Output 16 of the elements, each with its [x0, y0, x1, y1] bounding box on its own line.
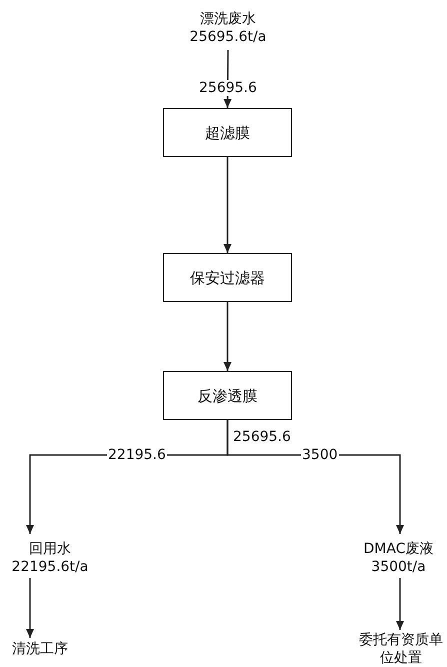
source-label: 漂洗废水	[200, 10, 256, 28]
arrow	[224, 157, 232, 253]
arrow	[224, 302, 232, 371]
destination-label: 委托有资质单位处置	[358, 630, 444, 666]
source-label: 25695.6t/a	[190, 28, 266, 46]
output-label: 回用水	[29, 540, 71, 558]
output-label: 3500t/a	[371, 558, 426, 576]
destination-label: 清洗工序	[12, 640, 68, 658]
process-box: 保安过滤器	[163, 253, 292, 302]
arrow	[396, 578, 404, 630]
process-box: 反渗透膜	[163, 371, 292, 420]
output-label: DMAC废液	[364, 540, 434, 558]
process-box: 超滤膜	[163, 108, 292, 157]
output-label: 22195.6t/a	[12, 558, 88, 576]
arrow	[26, 578, 34, 638]
flow-label: 25695.6	[198, 80, 258, 96]
